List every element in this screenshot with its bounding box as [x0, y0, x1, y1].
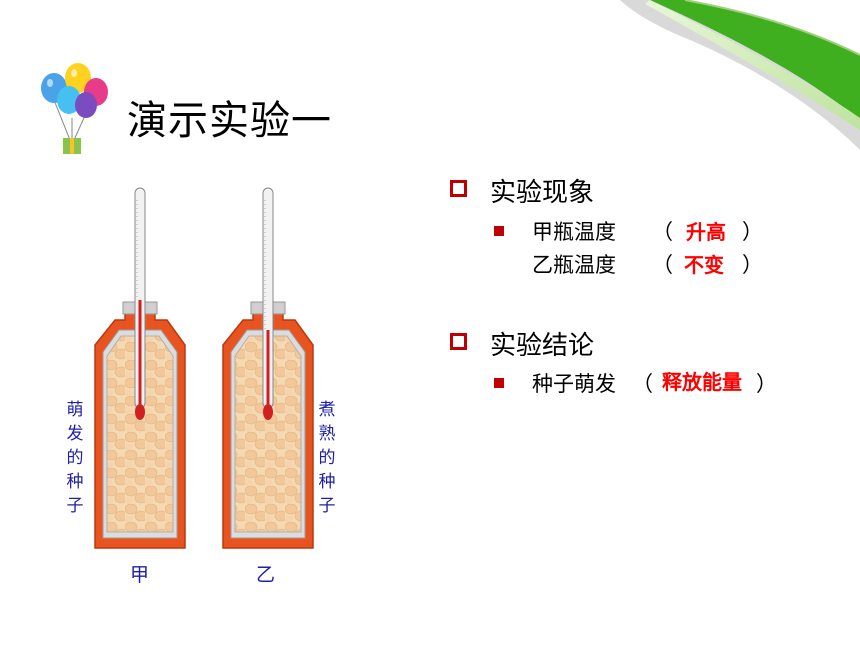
paren-open: （	[652, 253, 673, 277]
row-label-jia: 甲瓶温度	[532, 220, 616, 244]
answer-jia-temperature: 升高	[686, 220, 726, 244]
thermos-bottles-figure	[94, 187, 314, 549]
balloons-icon	[41, 63, 108, 154]
right-side-label: 煮熟的种子	[318, 400, 336, 516]
paren-open: （	[632, 372, 653, 396]
row-label-yi: 乙瓶温度	[532, 253, 616, 277]
bottle-jia-label: 甲	[130, 564, 150, 586]
bullet-icon	[494, 378, 504, 388]
left-side-label: 萌发的种子	[66, 400, 84, 516]
section-checkbox-icon	[450, 333, 467, 350]
bullet-icon	[494, 226, 504, 236]
answer-yi-temperature: 不变	[684, 253, 724, 277]
section-heading-phenomenon: 实验现象	[490, 178, 595, 208]
answer-conclusion: 释放能量	[662, 370, 742, 394]
paren-close: ）	[742, 253, 763, 277]
row-label-seeds: 种子萌发	[532, 372, 616, 396]
page-title: 演示实验一	[127, 98, 332, 144]
bottle-yi	[222, 187, 314, 549]
paren-close: ）	[742, 220, 763, 244]
paren-close: ）	[756, 372, 777, 396]
paren-open: （	[652, 220, 673, 244]
bottle-jia	[94, 187, 186, 549]
page-curl-decoration	[620, 0, 860, 150]
section-checkbox-icon	[450, 180, 467, 197]
section-heading-conclusion: 实验结论	[490, 331, 595, 361]
bottle-yi-label: 乙	[256, 564, 276, 586]
